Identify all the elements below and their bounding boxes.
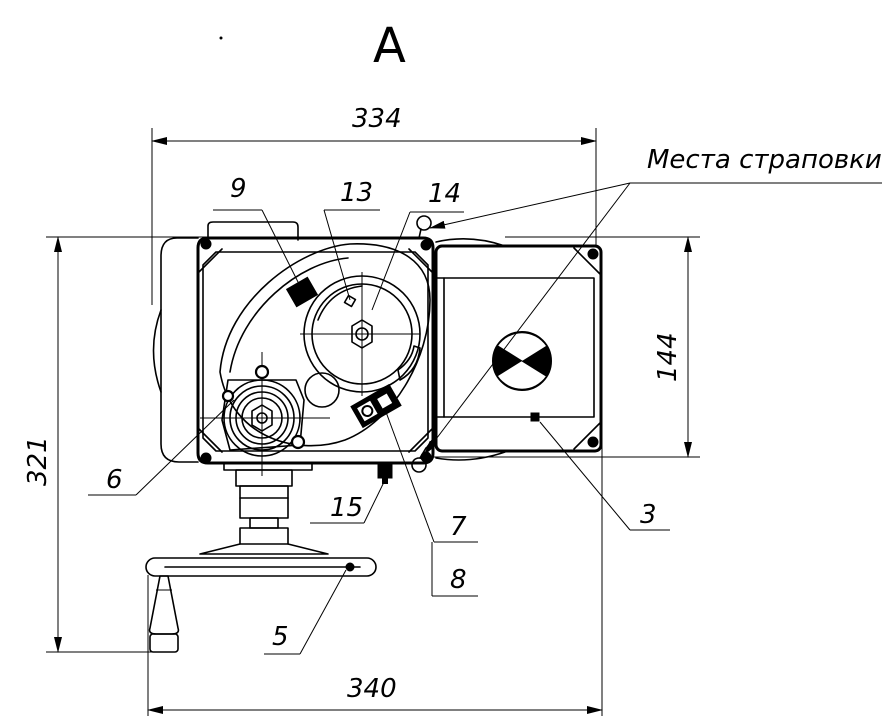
- callout-3: 3: [539, 421, 670, 531]
- dimension-left-height-value: 321: [23, 436, 53, 486]
- sling-point-top: [416, 215, 432, 231]
- svg-text:3: 3: [640, 500, 657, 530]
- callout-8: 8: [431, 542, 478, 597]
- housing-back-lobe: [160, 237, 199, 463]
- svg-text:6: 6: [106, 465, 123, 495]
- dimension-right-height-value: 144: [653, 332, 683, 382]
- housing-inner-frame: [202, 251, 429, 452]
- dimension-top-width-value: 334: [352, 104, 402, 134]
- callout-6: 6: [88, 399, 235, 496]
- disc-hex-nut: [351, 319, 373, 349]
- limit-switch: [350, 383, 402, 429]
- callout-14: 14: [371, 179, 464, 311]
- drain-plug: [377, 461, 393, 484]
- sling-point-bottom: [411, 457, 427, 473]
- dimension-right-height: 144: [425, 236, 700, 458]
- housing-side-bulge: [152, 309, 162, 393]
- actuator-top-lip: [435, 238, 506, 247]
- housing-bolt-tr: [420, 239, 432, 251]
- pointer-block: [285, 276, 319, 308]
- svg-text:5: 5: [272, 622, 289, 652]
- actuator-bottom-lip: [435, 451, 506, 461]
- callout-5: 5: [264, 569, 347, 655]
- actuator-outline: [434, 244, 603, 453]
- svg-text:8: 8: [450, 565, 467, 595]
- gearbox-housing: [152, 221, 435, 471]
- actuator-module: [434, 238, 603, 461]
- callout-7: 7: [385, 411, 478, 543]
- callout-15: 15: [310, 481, 385, 524]
- svg-text:14: 14: [428, 179, 461, 209]
- callout-13: 13: [323, 178, 380, 301]
- callout-sling: Места страповки: [423, 145, 882, 456]
- dimension-bottom-width-value: 340: [347, 674, 397, 704]
- handwheel-drive: [145, 469, 377, 653]
- actuator-bolt-tr: [587, 248, 599, 260]
- disc-cutout-arc: [317, 285, 363, 321]
- actuator-bolt-br: [587, 436, 599, 448]
- handwheel-rim: [145, 557, 377, 577]
- cam-inner-arc: [229, 257, 349, 373]
- indicator-disc: [300, 272, 421, 408]
- dimension-top-width: 334: [151, 104, 597, 305]
- svg-text:7: 7: [450, 512, 467, 542]
- disc-small-screw: [343, 294, 357, 308]
- housing-bolt-tl: [200, 238, 212, 250]
- svg-text:13: 13: [340, 178, 373, 208]
- callout-9: 9: [213, 174, 301, 287]
- actuator-indicator-screw: [530, 412, 540, 422]
- sling-label: Места страповки: [647, 145, 882, 175]
- position-indicator-icon: [492, 331, 552, 391]
- output-shaft-assembly: [200, 352, 330, 476]
- disc-lower-hole: [304, 372, 340, 408]
- view-dot: [219, 36, 223, 40]
- housing-bolt-bl: [200, 452, 212, 464]
- disc-clip: [397, 345, 421, 381]
- housing-top-boss: [207, 221, 299, 241]
- svg-text:9: 9: [230, 174, 247, 204]
- dimension-left-height: 321: [23, 236, 210, 653]
- svg-text:15: 15: [330, 493, 363, 523]
- handwheel-handle: [148, 575, 180, 635]
- view-label: А: [373, 18, 406, 74]
